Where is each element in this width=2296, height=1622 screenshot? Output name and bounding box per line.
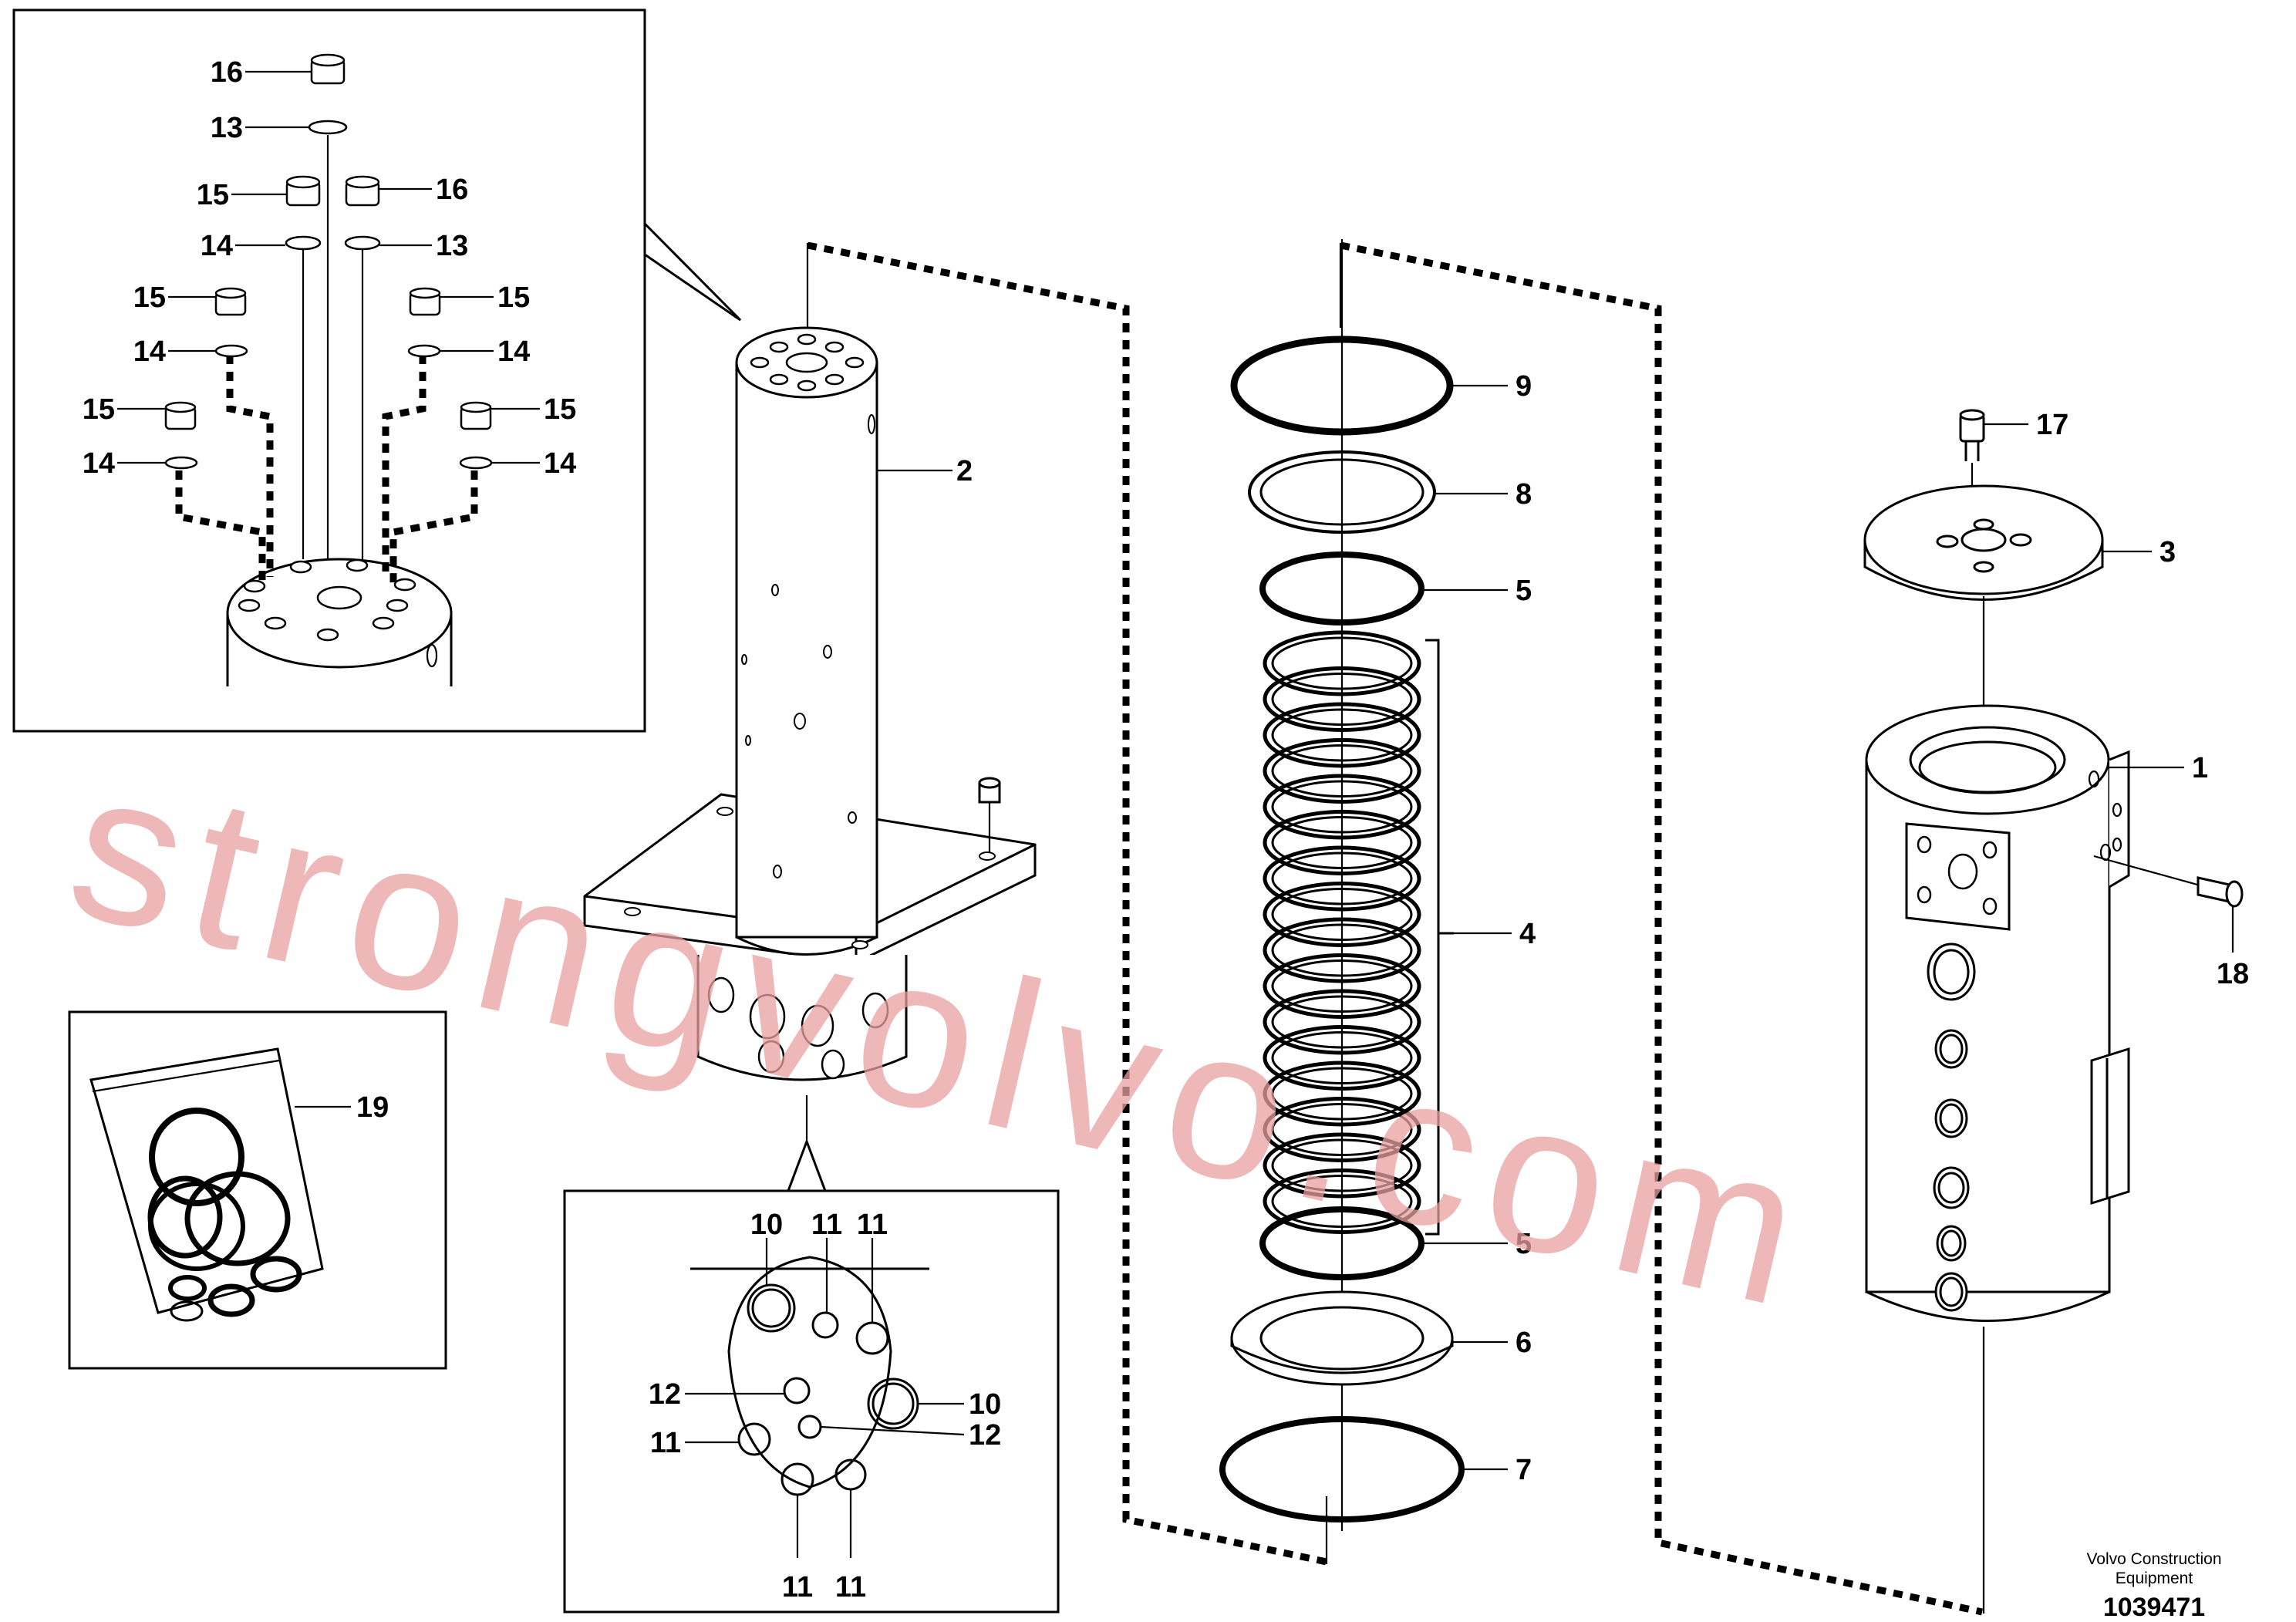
callout-14: 14	[544, 447, 576, 480]
callout-5: 5	[1515, 1228, 1532, 1260]
seal-ring	[1263, 774, 1421, 840]
callout-14: 14	[201, 230, 233, 262]
callout-11: 11	[835, 1571, 866, 1603]
seal-ring	[1271, 888, 1413, 941]
callout-11: 11	[857, 1209, 888, 1241]
seal-ring	[1271, 1031, 1413, 1084]
seal-ring	[1263, 666, 1421, 732]
callout-11: 11	[650, 1427, 681, 1459]
callout-9: 9	[1515, 370, 1532, 403]
seal-ring	[1263, 702, 1421, 768]
seal-ring	[1263, 917, 1421, 983]
brand-line-1: Volvo Construction	[2086, 1550, 2221, 1568]
seal-ring	[1263, 810, 1421, 875]
callout-16: 16	[211, 56, 243, 89]
seal-ring	[1263, 738, 1421, 804]
callout-6: 6	[1515, 1327, 1532, 1359]
callout-3: 3	[2159, 536, 2176, 568]
callout-18: 18	[2217, 958, 2249, 990]
seal-ring	[1263, 989, 1421, 1055]
callout-5: 5	[1515, 575, 1532, 607]
callout-15: 15	[83, 393, 115, 426]
seal-ring	[1271, 708, 1413, 762]
seal-ring	[1271, 744, 1413, 798]
seal-ring	[1271, 673, 1413, 726]
footer: Volvo Construction Equipment 1039471	[2086, 1550, 2221, 1622]
rotor-shaft-part-2	[583, 326, 1037, 1140]
seal-ring	[1263, 953, 1421, 1019]
callout-13: 13	[436, 230, 468, 262]
seal-ring	[1271, 636, 1413, 690]
seal-ring	[1271, 851, 1413, 905]
seal-ring	[1271, 1067, 1413, 1121]
dashed-assembly-brackets	[806, 241, 1985, 1616]
drawing-number: 1039471	[2103, 1593, 2205, 1622]
callout-15: 15	[197, 179, 229, 211]
callout-15: 15	[133, 282, 166, 314]
seal-ring	[1271, 1138, 1413, 1192]
callout-16: 16	[436, 174, 468, 206]
seal-ring	[1263, 845, 1421, 912]
callout-13: 13	[211, 112, 243, 144]
seal-ring	[1271, 923, 1413, 977]
seal-ring	[1263, 1097, 1421, 1162]
callout-14: 14	[83, 447, 115, 480]
housing-part-1	[1863, 409, 2244, 1322]
seal-ring	[1263, 882, 1421, 947]
callout-7: 7	[1515, 1454, 1532, 1486]
callout-14: 14	[497, 336, 530, 368]
callout-11: 11	[782, 1571, 813, 1603]
seal-ring	[1271, 959, 1413, 1013]
seal-ring	[1271, 995, 1413, 1049]
detail-box-top: 16 13 15 16 14 13 15 15 14 14 15 15 14 1…	[12, 8, 742, 733]
callout-12: 12	[969, 1419, 1001, 1452]
callout-10: 10	[750, 1209, 783, 1241]
callout-11: 11	[811, 1209, 842, 1241]
callout-1: 1	[2192, 752, 2208, 784]
seal-kit-box	[68, 1010, 447, 1370]
callout-17: 17	[2036, 409, 2068, 441]
ring-stack	[1219, 239, 1512, 1531]
seal-ring	[1271, 1175, 1413, 1228]
callout-14: 14	[133, 336, 166, 368]
seal-ring	[1263, 630, 1421, 696]
callout-10: 10	[969, 1388, 1001, 1421]
callout-4: 4	[1519, 918, 1536, 950]
seal-ring	[1271, 780, 1413, 834]
callout-15: 15	[497, 282, 530, 314]
seal-ring-set-4	[1263, 630, 1421, 1234]
seal-ring	[1271, 1103, 1413, 1156]
seal-ring	[1263, 1025, 1421, 1091]
seal-ring	[1263, 1168, 1421, 1234]
callout-12: 12	[649, 1378, 681, 1411]
callout-8: 8	[1515, 478, 1532, 511]
detail-box-bottom: 10 11 11 12 10 11 12 11 11	[563, 1138, 1060, 1614]
brand-line-2: Equipment	[2116, 1570, 2193, 1587]
seal-ring	[1271, 816, 1413, 869]
seal-ring	[1263, 1061, 1421, 1127]
callout-15: 15	[544, 393, 576, 426]
callout-2: 2	[956, 455, 973, 487]
callout-19: 19	[356, 1091, 389, 1124]
seal-ring	[1263, 1132, 1421, 1199]
